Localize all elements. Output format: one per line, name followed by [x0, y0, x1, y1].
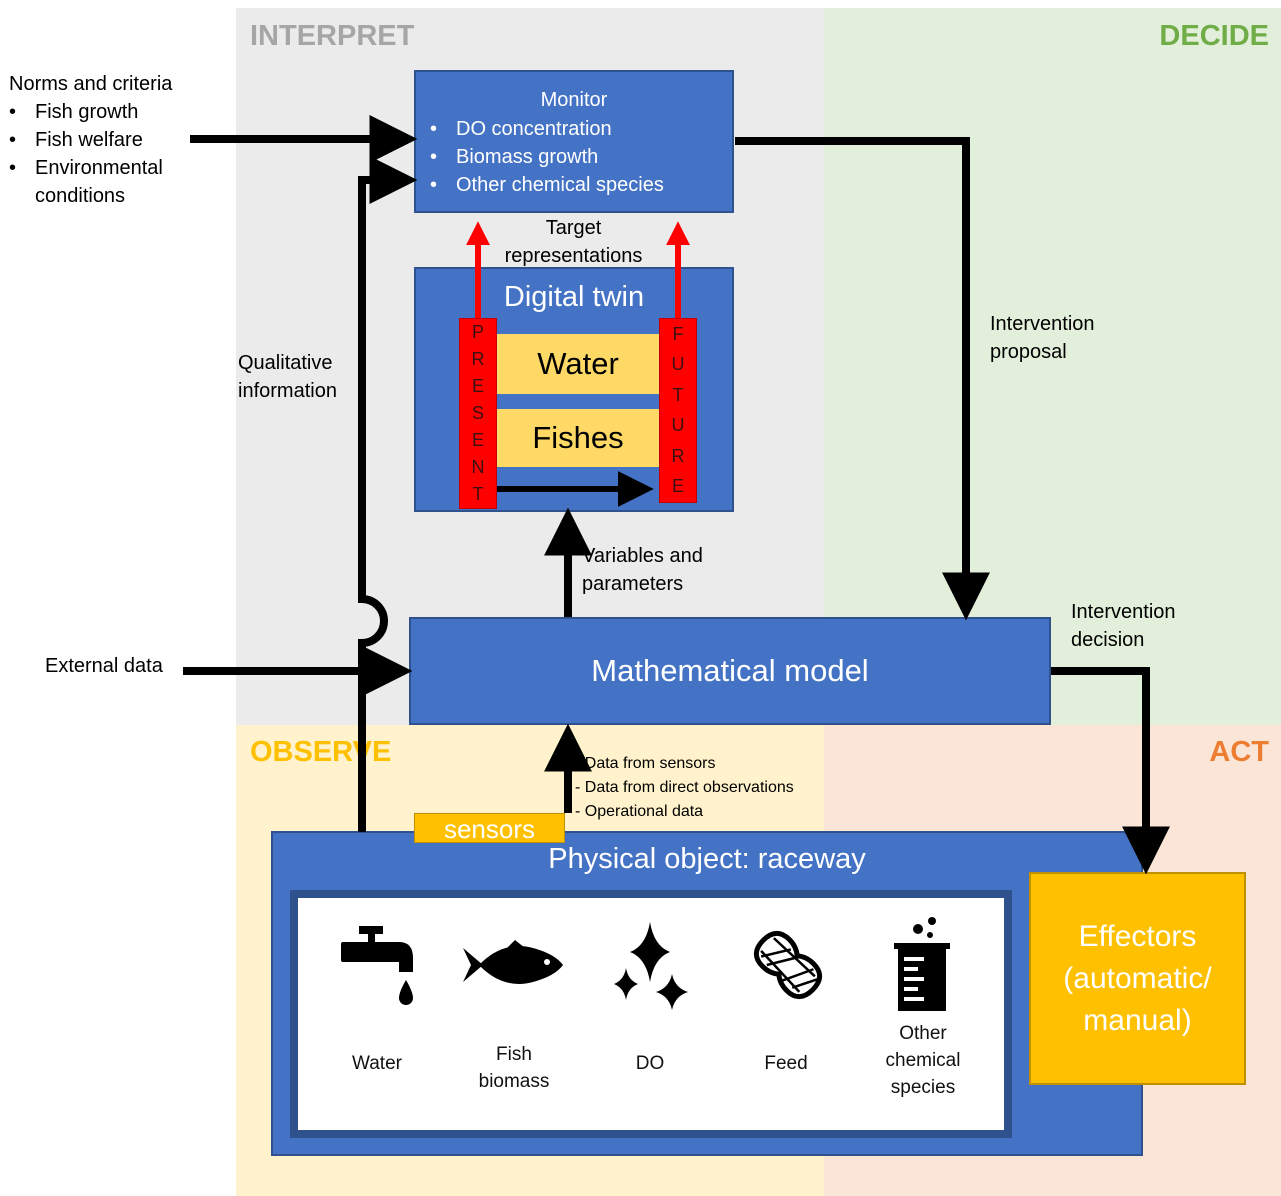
present-letter: N — [471, 457, 485, 477]
present-letter: R — [471, 349, 485, 369]
act-label: ACT — [1209, 736, 1269, 768]
digital-twin-title: Digital twin — [503, 281, 645, 313]
data-sources-list: - Data from sensors - Data from direct o… — [575, 752, 794, 824]
twin-fishes-bar: Fishes — [497, 409, 659, 467]
intervention-proposal-arrow — [735, 137, 990, 621]
monitor-item: DO concentration — [430, 115, 664, 143]
qualitative-information-label: Qualitative information — [238, 352, 337, 402]
future-letter: E — [671, 476, 684, 497]
twin-water-bar: Water — [497, 334, 659, 394]
present-letter: T — [472, 484, 484, 504]
sparkle-icon — [612, 922, 692, 1017]
twin-water-label: Water — [537, 346, 619, 381]
effectors-box: Effectors (automatic/ manual) — [1029, 872, 1246, 1085]
fish-icon — [463, 940, 565, 995]
other-chemical-species-item-label: Other chemical species — [885, 1023, 961, 1098]
sensors-tag: sensors — [414, 813, 565, 844]
beaker-icon — [888, 915, 958, 1020]
faucet-icon — [337, 922, 417, 1017]
data-source-item: - Data from direct observations — [575, 779, 794, 796]
norms-item: Fish growth — [9, 98, 185, 126]
observe-label: OBSERVE — [250, 736, 392, 768]
norms-list: Fish growth Fish welfare Environmental c… — [9, 98, 185, 210]
qualitative-info-arrow — [358, 156, 418, 832]
data-source-item: - Operational data — [575, 803, 704, 820]
effectors-label: Effectors (automatic/ manual) — [1063, 919, 1212, 1037]
do-item-label: DO — [635, 1053, 665, 1074]
variables-parameters-label: Variables and parameters — [582, 545, 703, 595]
monitor-box: Monitor DO concentration Biomass growth … — [414, 70, 734, 213]
peanut-icon — [749, 926, 827, 1009]
monitor-title: Monitor — [540, 89, 608, 111]
future-letter: U — [671, 354, 685, 375]
intervention-proposal-label: Intervention proposal — [990, 313, 1095, 363]
mathematical-model-label: Mathematical model — [591, 653, 869, 688]
intervention-decision-label: Intervention decision — [1071, 601, 1176, 651]
sensors-label: sensors — [443, 814, 536, 844]
future-letter: U — [671, 415, 685, 436]
decide-label: DECIDE — [1159, 20, 1269, 52]
norms-item: Environmental conditions — [9, 154, 185, 210]
fish-biomass-item-label: Fish biomass — [478, 1044, 550, 1092]
feed-item-label: Feed — [764, 1053, 808, 1074]
target-representations-label: Target representations — [504, 217, 643, 267]
twin-fishes-label: Fishes — [532, 420, 624, 455]
water-item-label: Water — [352, 1053, 402, 1074]
future-letter: T — [672, 384, 684, 405]
present-letter: S — [471, 403, 484, 423]
future-letter: F — [672, 323, 684, 344]
future-letter: R — [671, 445, 685, 466]
monitor-list: DO concentration Biomass growth Other ch… — [430, 115, 664, 199]
norms-title: Norms and criteria — [9, 73, 173, 95]
present-letter: E — [471, 376, 484, 396]
norms-item: Fish welfare — [9, 126, 185, 154]
decide-region — [824, 8, 1281, 725]
monitor-item: Biomass growth — [430, 143, 664, 171]
data-source-item: - Data from sensors — [575, 755, 716, 772]
intervention-decision-arrow — [1051, 667, 1170, 875]
physical-object-title: Physical object: raceway — [548, 843, 866, 875]
interpret-label: INTERPRET — [250, 20, 415, 52]
external-data-label: External data — [45, 655, 163, 677]
present-letter: E — [471, 430, 484, 450]
norms-block: Norms and criteria Fish growth Fish welf… — [9, 70, 185, 210]
mathematical-model-box: Mathematical model — [409, 617, 1051, 725]
monitor-item: Other chemical species — [430, 171, 664, 199]
present-letter: P — [471, 322, 484, 342]
